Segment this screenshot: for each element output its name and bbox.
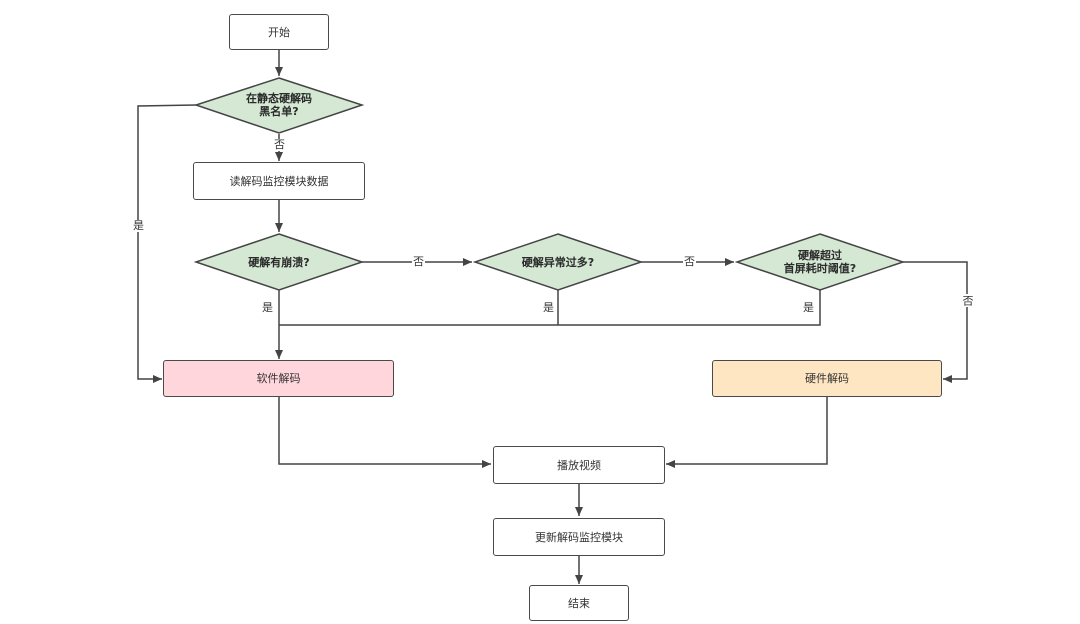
edge-time-no xyxy=(903,261,968,383)
software-decode-node: 软件解码 xyxy=(163,360,394,397)
decision-exception-label: 硬解异常过多? xyxy=(521,255,595,269)
play-video-node: 播放视频 xyxy=(493,446,665,484)
start-node: 开始 xyxy=(229,14,329,50)
edge-label-exception-yes: 是 xyxy=(542,301,555,314)
edge-label-blacklist-yes: 是 xyxy=(132,219,145,232)
decision-time-label: 硬解超过 首屏耗时阈值? xyxy=(783,249,857,275)
decision-crash-shape xyxy=(193,233,365,291)
decision-blacklist-label: 在静态硬解码 黑名单? xyxy=(246,92,312,118)
decision-exception-shape xyxy=(472,233,644,291)
decision-blacklist-shape xyxy=(193,77,365,134)
edge-label-exception-no: 否 xyxy=(683,255,696,268)
edge-software-to-play xyxy=(278,397,491,468)
edge-label-crash-no: 否 xyxy=(412,255,425,268)
edge-label-time-yes: 是 xyxy=(802,301,815,314)
edge-time-yes xyxy=(279,290,821,326)
update-monitor-node: 更新解码监控模块 xyxy=(493,518,665,556)
edge-label-time-no: 否 xyxy=(961,294,974,307)
decision-time-shape xyxy=(734,233,906,291)
read-monitor-node: 读解码监控模块数据 xyxy=(193,162,365,200)
end-node: 结束 xyxy=(529,585,629,621)
decision-crash-label: 硬解有崩溃? xyxy=(248,255,310,269)
edge-label-blacklist-no: 否 xyxy=(273,138,286,151)
edge-label-crash-yes: 是 xyxy=(261,301,274,314)
edge-blacklist-yes xyxy=(137,104,197,383)
edge-hardware-to-play xyxy=(666,397,828,468)
hardware-decode-node: 硬件解码 xyxy=(712,360,942,397)
